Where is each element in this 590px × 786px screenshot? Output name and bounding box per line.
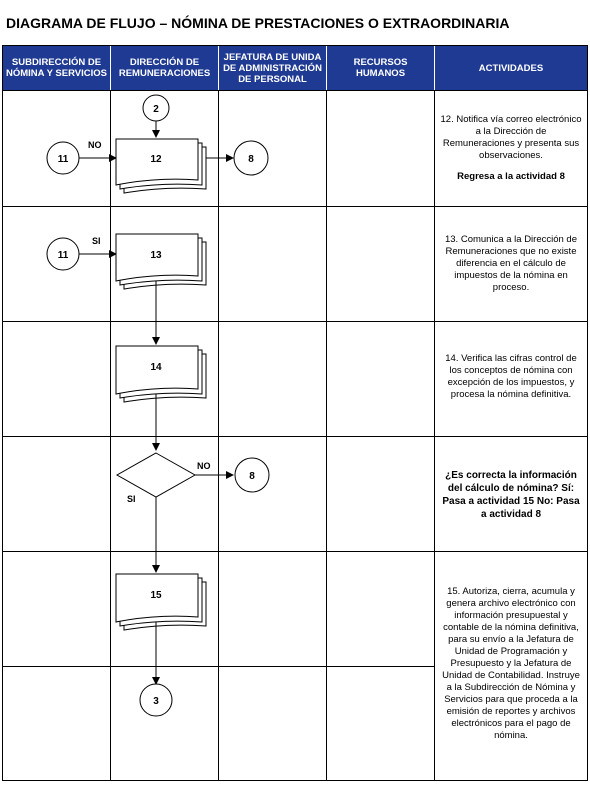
activity-decision: ¿Es correcta la información del cálculo … (442, 470, 580, 520)
svg-text:11: 11 (58, 154, 69, 165)
header-subdireccion: SUBDIRECCIÓN DE NÓMINA Y SERVICIOS (3, 46, 111, 90)
header-actividades: ACTIVIDADES (435, 46, 587, 90)
svg-text:2: 2 (153, 104, 159, 115)
svg-text:8: 8 (249, 471, 255, 482)
column-divider (110, 90, 111, 780)
label-si-2: SI (127, 494, 136, 504)
document-12: 12 (115, 138, 207, 194)
connector-8-mid: 8 (234, 457, 270, 493)
label-no-1: NO (88, 140, 102, 150)
connector-8-top: 8 (233, 140, 269, 176)
connector-3: 3 (139, 683, 173, 717)
header-jefatura: JEFATURA DE UNIDA DE ADMINISTRACIÓN DE P… (219, 46, 327, 90)
activity-12-return: Regresa a la actividad 8 (457, 171, 565, 182)
svg-text:8: 8 (248, 154, 254, 165)
connector-11-si: 11 (46, 237, 80, 271)
column-divider (326, 90, 327, 780)
decision-diamond (115, 452, 197, 498)
activity-12: 12. Notifica vía correo electrónico a la… (439, 114, 583, 183)
flow-diagram-table: SUBDIRECCIÓN DE NÓMINA Y SERVICIOS DIREC… (2, 45, 588, 781)
svg-text:3: 3 (153, 696, 159, 707)
row-divider (3, 90, 587, 91)
svg-text:15: 15 (150, 590, 162, 601)
activity-14: 14. Verifica las cifras control de los c… (445, 353, 577, 400)
label-si-1: SI (92, 236, 101, 246)
svg-text:14: 14 (150, 362, 162, 373)
connector-2: 2 (142, 94, 170, 122)
document-15: 15 (115, 573, 207, 631)
row-divider (3, 551, 587, 552)
column-divider (434, 90, 435, 780)
row-divider (3, 436, 587, 437)
row-divider (3, 206, 587, 207)
page-title: DIAGRAMA DE FLUJO – NÓMINA DE PRESTACION… (6, 15, 510, 31)
svg-text:12: 12 (150, 154, 162, 165)
header-recursos-humanos: RECURSOS HUMANOS (327, 46, 435, 90)
svg-text:13: 13 (150, 250, 162, 261)
row-divider (3, 666, 434, 667)
activity-15: 15. Autoriza, cierra, acumula y genera a… (442, 586, 580, 741)
column-divider (218, 90, 219, 780)
row-divider (3, 321, 587, 322)
svg-text:11: 11 (58, 250, 69, 261)
connector-11-no: 11 (46, 141, 80, 175)
document-13: 13 (115, 233, 207, 290)
header-direccion: DIRECCIÓN DE REMUNERACIONES (111, 46, 219, 90)
document-14: 14 (115, 345, 207, 403)
activity-12-text: 12. Notifica vía correo electrónico a la… (440, 114, 582, 161)
label-no-2: NO (197, 461, 211, 471)
activity-13: 13. Comunica a la Dirección de Remunerac… (444, 234, 577, 293)
